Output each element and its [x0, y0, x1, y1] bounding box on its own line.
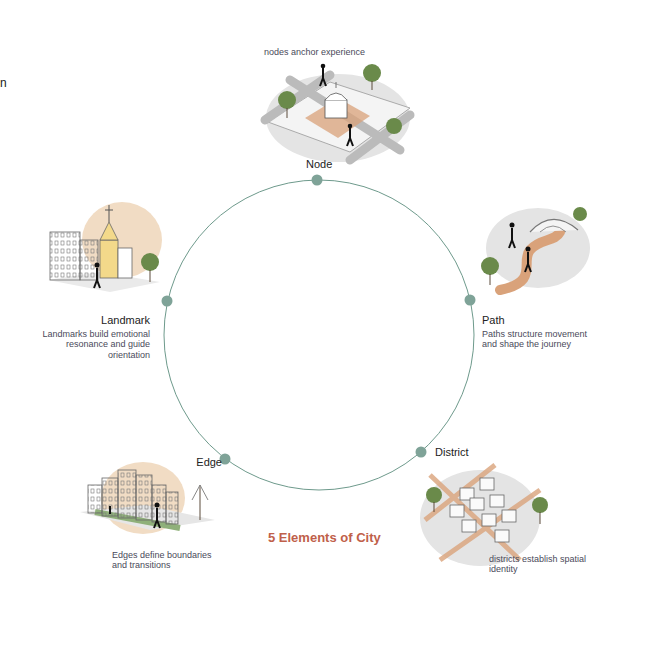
city-element: District districts establish spatial iden…	[433, 445, 603, 579]
edge-sketch	[80, 462, 215, 534]
element-name: Landmark	[56, 314, 150, 327]
element-name: Path	[482, 314, 542, 327]
district-sketch	[420, 465, 548, 566]
element-name: Node	[306, 158, 366, 171]
ring-dots	[162, 175, 476, 465]
node-sketch	[265, 64, 410, 162]
city-element: LandmarkLandmarks build emotional resona…	[36, 312, 152, 362]
element-name: Edge	[170, 456, 222, 469]
element-description: nodes anchor experience	[264, 47, 382, 57]
element-description: Landmarks build emotional resonance and …	[38, 329, 150, 360]
path-sketch	[481, 207, 590, 290]
element-description: districts establish spatial identity	[489, 554, 601, 575]
element-name: District	[435, 446, 505, 459]
city-element: Node nodes anchor experience	[262, 44, 382, 172]
element-description: Paths structure movement and shape the j…	[482, 329, 590, 350]
landmark-sketch	[48, 202, 162, 292]
edge-fragment: n	[0, 76, 7, 90]
city-element: PathPaths structure movement and shape t…	[480, 312, 595, 362]
city-element: EdgeEdges define boundaries and transiti…	[110, 454, 225, 576]
diagram-title: 5 Elements of City	[268, 530, 381, 545]
ring	[164, 180, 474, 490]
element-description: Edges define boundaries and transitions	[112, 550, 224, 571]
